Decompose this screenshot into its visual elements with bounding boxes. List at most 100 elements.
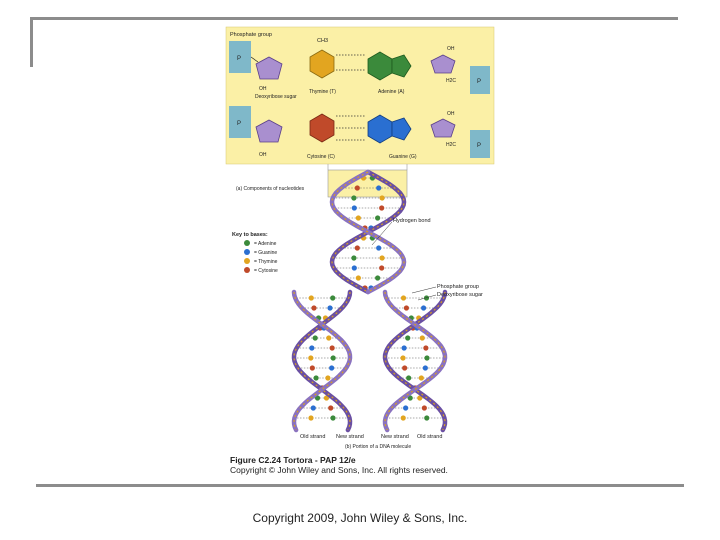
right-daughter-helix-backbone-phosphate [384,291,446,431]
main-helix-base [379,195,385,201]
adenine-key-swatch [244,240,250,246]
main-helix-base [355,275,361,281]
old-strand-label-1: Old strand [300,434,325,440]
left-daughter-helix-base [330,415,336,421]
right-daughter-helix-base [424,355,430,361]
guanine-key-swatch [244,249,250,255]
slide-frame-bottom [36,484,684,487]
left-daughter-helix-base [310,405,316,411]
main-helix-base [354,245,360,251]
atom-p-left-2: P [237,121,241,127]
left-daughter-helix-base [309,345,315,351]
right-daughter-helix-base [405,335,411,341]
main-helix-base [379,205,385,211]
right-daughter-helix-base [420,305,427,311]
right-daughter-helix-base [423,295,430,301]
left-daughter-helix-base [311,305,317,311]
right-daughter-helix-base [400,355,406,361]
atom-p-left-1: P [237,56,241,62]
phosphate-group-leader [411,286,437,294]
cytosine-ring [309,113,335,143]
left-daughter-helix-base [330,295,336,301]
main-helix-base [375,275,381,281]
key-title: Key to bases: [232,232,268,238]
atom-oh-1: OH [259,86,267,92]
phosphate-box-right-2 [470,130,490,158]
right-daughter-helix-base [407,395,413,401]
atom-p-right-2: P [477,143,481,149]
left-daughter-helix-base [327,305,333,311]
new-strand-label-1: New strand [336,434,364,440]
main-helix-base [354,185,360,191]
thymine-ring [309,49,335,79]
left-daughter-helix-base [308,355,314,361]
atom-oh-right-2: OH [447,111,455,117]
slide-frame-top [30,17,678,20]
guanine-ring-5 [391,117,412,141]
adenine-ring-5 [391,54,412,78]
slide-frame-left [30,17,33,67]
main-helix-base [351,265,357,271]
right-daughter-helix-base [421,405,427,411]
left-daughter-helix-base [323,395,330,401]
main-helix-base [351,205,357,211]
left-daughter-helix-backbone-phosphate [293,291,351,431]
key-label-guanine: = Guanine [254,250,277,256]
right-daughter-helix-base [423,345,429,351]
left-daughter-helix-base [308,295,314,301]
left-daughter-helix-base [308,415,314,421]
atom-p-right-1: P [477,79,481,85]
left-daughter-helix-base [313,375,319,381]
old-strand-label-2: Old strand [417,434,442,440]
right-daughter-helix-base [422,365,428,371]
main-helix-base [379,255,385,261]
right-daughter-helix-base [406,375,412,381]
main-helix-base [351,195,357,201]
right-daughter-helix-base [400,295,407,301]
main-helix-base [379,265,385,271]
phosphate-box-left-2 [229,106,251,138]
atom-h2c-right-1: H2C [446,78,456,84]
left-daughter-helix-base [330,355,336,361]
phosphate-box-left-1 [229,41,251,73]
main-helix-base [355,215,361,221]
right-daughter-helix-base [403,305,410,311]
right-daughter-helix-base [424,415,430,421]
sugar-pentagon-left-2 [255,119,283,143]
right-daughter-helix-base [419,335,425,341]
key-label-adenine: = Adenine [254,241,277,247]
helix-phosphate-label: Phosphate group [437,284,479,290]
hydrogen-bond-leader [371,221,393,246]
left-daughter-helix-backbone-strand [291,289,353,433]
main-helix-backbone-strand [329,169,407,295]
panel-a-caption: (a) Components of nucleotides [236,186,305,192]
left-daughter-helix-base [309,365,315,371]
bases-key: Key to bases: = Adenine = Guanine = Thym… [232,232,278,274]
guanine-label: Guanine (G) [389,154,417,160]
right-daughter-helix-base [400,415,406,421]
sugar-pentagon-right-1 [430,54,456,74]
atom-h2c-right-2: H2C [446,142,456,148]
right-daughter-helix-base [417,395,423,401]
atom-oh-2: OH [259,152,267,158]
thymine-label: Thymine (T) [309,89,336,95]
deoxyribose-sugar-label: Deoxyribose sugar [255,94,297,100]
hydrogen-bond-label: Hydrogen bond [393,218,431,224]
sugar-pentagon-left-1 [255,56,283,80]
panel-b-caption: (b) Portion of a DNA molecule [345,444,411,450]
left-daughter-helix-base [329,345,335,351]
right-daughter-helix-backbone-phosphate [384,291,446,431]
main-helix-base [376,245,382,251]
deoxyribose-leader [417,294,437,301]
left-daughter-helix-base [328,405,334,411]
right-daughter-helix-backbone-strand [382,289,448,433]
adenine-label: Adenine (A) [378,89,405,95]
ch3-label: CH3 [317,38,328,44]
left-daughter-helix-base [312,335,318,341]
figure-caption-title: Figure C2.24 Tortora - PAP 12/e [230,455,356,465]
left-daughter-helix-backbone-phosphate [293,291,351,431]
nucleotide-row-1: Phosphate group P OH Deoxyribose sugar C… [229,32,490,100]
right-daughter-helix-base [401,345,407,351]
right-daughter-helix-base [402,365,408,371]
